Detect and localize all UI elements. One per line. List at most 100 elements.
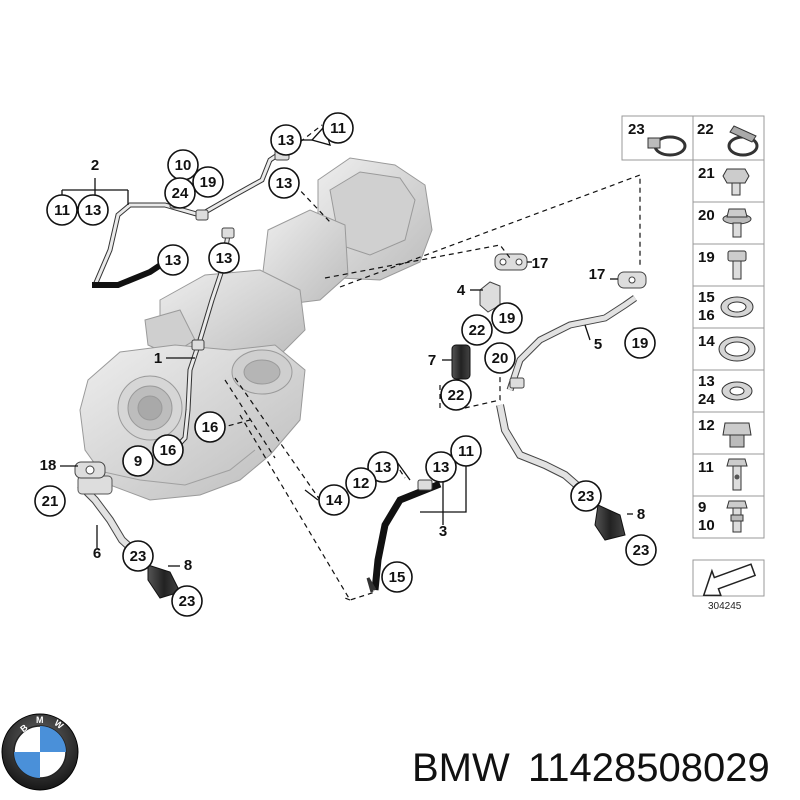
part-label-5: 5 — [594, 336, 602, 353]
spring-clamp-icon — [727, 125, 759, 157]
callout-label: 13 — [278, 132, 295, 149]
legend-row: 11 — [692, 453, 765, 497]
legend-ref-number: 304245 — [708, 601, 742, 612]
legend-label-13: 13 — [698, 373, 715, 390]
legend-row: 12 — [692, 411, 765, 455]
callout-label: 13 — [85, 202, 102, 219]
callout-16: 16 — [152, 434, 184, 466]
hose-8-left — [147, 564, 181, 599]
callout-23: 23 — [171, 585, 203, 617]
callout-13: 13 — [77, 194, 109, 226]
callout-label: 9 — [134, 453, 142, 470]
callout-label: 22 — [469, 322, 486, 339]
callout-label: 13 — [276, 175, 293, 192]
callout-label: 11 — [54, 202, 70, 219]
callout-label: 16 — [160, 442, 177, 459]
legend-label-23: 23 — [628, 121, 645, 138]
hose-7 — [451, 344, 471, 380]
callout-24: 24 — [164, 177, 196, 209]
part-label-6: 6 — [93, 545, 101, 562]
part-label-8: 8 — [184, 557, 192, 574]
callout-label: 11 — [330, 120, 346, 137]
hose-8-right — [594, 504, 626, 541]
callout-label: 16 — [202, 419, 219, 436]
brand-name: BMW — [412, 746, 510, 790]
bmw-logo: B M W — [1, 713, 79, 791]
callout-13: 13 — [270, 124, 302, 156]
part-label-1: 1 — [154, 350, 162, 367]
callout-11: 11 — [46, 194, 78, 226]
callout-10: 10 — [167, 149, 199, 181]
logo-letter-m: M — [36, 715, 44, 725]
part-label-2: 2 — [91, 157, 99, 174]
legend-row: 21 — [692, 159, 765, 203]
part-label-4: 4 — [457, 282, 466, 299]
legend-label-21: 21 — [698, 165, 715, 182]
flange-17-right — [617, 271, 647, 289]
oil-feed-line-upper — [92, 149, 284, 288]
part-label-8: 8 — [637, 506, 645, 523]
logo-letter-b: B — [18, 722, 30, 734]
legend-label-14: 14 — [698, 333, 715, 350]
part-label-18: 18 — [40, 457, 57, 474]
hollow-bolt-icon — [726, 500, 748, 533]
coolant-pipe-6 — [77, 475, 138, 555]
legend-label-11: 11 — [698, 459, 714, 476]
legend-label-24: 24 — [698, 391, 715, 408]
callout-label: 23 — [130, 548, 147, 565]
callout-label: 13 — [375, 459, 392, 476]
callout-label: 23 — [633, 542, 650, 559]
callout-label: 11 — [458, 443, 474, 460]
callout-13: 13 — [208, 242, 240, 274]
callout-13: 13 — [367, 451, 399, 483]
callout-11: 11 — [450, 435, 482, 467]
callout-20: 20 — [484, 342, 516, 374]
hose-clamp-icon — [647, 135, 687, 157]
legend-label-19: 19 — [698, 249, 715, 266]
callout-14: 14 — [318, 484, 350, 516]
callout-22: 22 — [440, 379, 472, 411]
callout-label: 20 — [492, 350, 509, 367]
callout-22: 22 — [461, 314, 493, 346]
sealing-ring-icon — [720, 296, 754, 318]
callout-19: 19 — [192, 166, 224, 198]
callout-label: 13 — [216, 250, 233, 267]
socket-bolt-icon — [727, 250, 747, 280]
washer-icon — [721, 381, 753, 401]
callout-label: 14 — [326, 492, 343, 509]
callout-16: 16 — [194, 411, 226, 443]
leader-lines — [60, 127, 633, 567]
part-label-17: 17 — [589, 266, 606, 283]
legend-row: 910 — [692, 495, 765, 539]
callout-21: 21 — [34, 485, 66, 517]
callout-label: 19 — [499, 310, 516, 327]
callout-label: 24 — [172, 185, 189, 202]
callout-19: 19 — [491, 302, 523, 334]
legend-label-12: 12 — [698, 417, 715, 434]
callout-label: 13 — [165, 252, 182, 269]
callout-label: 23 — [179, 593, 196, 610]
legend-label-20: 20 — [698, 207, 715, 224]
callout-9: 9 — [122, 445, 154, 477]
callout-19: 19 — [624, 327, 656, 359]
callout-label: 10 — [175, 157, 192, 174]
part-label-7: 7 — [428, 352, 436, 369]
part-number: 11428508029 — [528, 746, 770, 790]
union-nut-icon — [722, 422, 752, 448]
callout-label: 19 — [200, 174, 217, 191]
large-sealing-ring-icon — [718, 336, 756, 362]
callout-23: 23 — [122, 540, 154, 572]
callout-12: 12 — [345, 467, 377, 499]
legend-label-22: 22 — [697, 121, 714, 138]
callout-13: 13 — [157, 244, 189, 276]
legend-label-15: 15 — [698, 289, 715, 306]
callout-15: 15 — [381, 561, 413, 593]
legend-label-9: 9 — [698, 499, 706, 516]
callout-label: 19 — [632, 335, 649, 352]
